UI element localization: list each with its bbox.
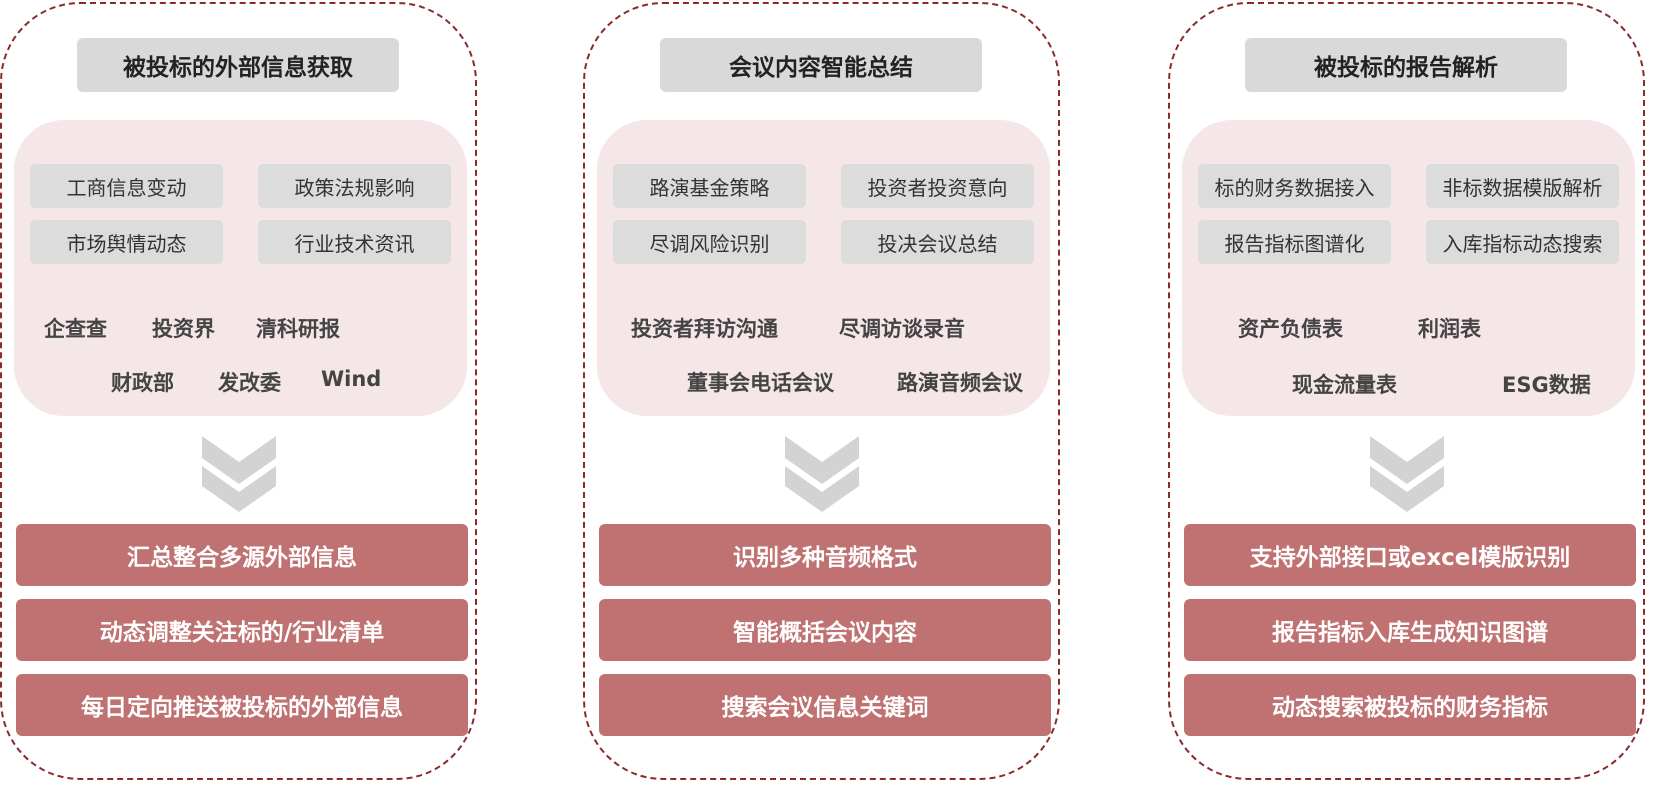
feature-box: 智能概括会议内容 — [599, 599, 1051, 661]
source-label: 董事会电话会议 — [687, 371, 834, 395]
source-label: ESG数据 — [1502, 373, 1591, 397]
column-meeting-summary: 会议内容智能总结 路演基金策略 投资者投资意向 尽调风险识别 投决会议总结 投资… — [583, 2, 1060, 780]
feature-box: 汇总整合多源外部信息 — [16, 524, 468, 586]
tag-item: 投资者投资意向 — [841, 164, 1034, 208]
feature-box: 搜索会议信息关键词 — [599, 674, 1051, 736]
tag-item: 入库指标动态搜索 — [1426, 220, 1619, 264]
source-label: 尽调访谈录音 — [839, 317, 965, 341]
feature-box: 识别多种音频格式 — [599, 524, 1051, 586]
tag-item: 投决会议总结 — [841, 220, 1034, 264]
feature-box: 每日定向推送被投标的外部信息 — [16, 674, 468, 736]
tag-item: 行业技术资讯 — [258, 220, 451, 264]
tag-item: 工商信息变动 — [30, 164, 223, 208]
info-panel: 路演基金策略 投资者投资意向 尽调风险识别 投决会议总结 投资者拜访沟通 尽调访… — [597, 120, 1050, 416]
source-label: 路演音频会议 — [897, 371, 1023, 395]
source-label: 企查查 — [44, 317, 107, 341]
feature-box: 支持外部接口或excel模版识别 — [1184, 524, 1636, 586]
column-report-analysis: 被投标的报告解析 标的财务数据接入 非标数据模版解析 报告指标图谱化 入库指标动… — [1168, 2, 1645, 780]
source-label: 财政部 — [111, 371, 174, 395]
source-label: 投资者拜访沟通 — [631, 317, 778, 341]
tag-item: 标的财务数据接入 — [1198, 164, 1391, 208]
column-title: 会议内容智能总结 — [660, 38, 982, 92]
info-panel: 标的财务数据接入 非标数据模版解析 报告指标图谱化 入库指标动态搜索 资产负债表… — [1182, 120, 1635, 416]
column-title: 被投标的报告解析 — [1245, 38, 1567, 92]
chevron-down-icon — [1370, 436, 1444, 512]
tag-item: 政策法规影响 — [258, 164, 451, 208]
feature-box: 动态搜索被投标的财务指标 — [1184, 674, 1636, 736]
feature-box: 动态调整关注标的/行业清单 — [16, 599, 468, 661]
tag-item: 路演基金策略 — [613, 164, 806, 208]
source-label: 资产负债表 — [1238, 317, 1343, 341]
source-label: 利润表 — [1418, 317, 1481, 341]
column-title: 被投标的外部信息获取 — [77, 38, 399, 92]
chevron-down-icon — [202, 436, 276, 512]
chevron-down-icon — [785, 436, 859, 512]
source-label: 投资界 — [152, 317, 215, 341]
info-panel: 工商信息变动 政策法规影响 市场舆情动态 行业技术资讯 企查查 投资界 清科研报… — [14, 120, 467, 416]
feature-box: 报告指标入库生成知识图谱 — [1184, 599, 1636, 661]
tag-item: 非标数据模版解析 — [1426, 164, 1619, 208]
column-external-info: 被投标的外部信息获取 工商信息变动 政策法规影响 市场舆情动态 行业技术资讯 企… — [0, 2, 477, 780]
source-label: 现金流量表 — [1292, 373, 1397, 397]
tag-item: 尽调风险识别 — [613, 220, 806, 264]
tag-item: 市场舆情动态 — [30, 220, 223, 264]
source-label: 清科研报 — [256, 317, 340, 341]
source-label: 发改委 — [218, 371, 281, 395]
source-label: Wind — [321, 367, 382, 391]
tag-item: 报告指标图谱化 — [1198, 220, 1391, 264]
